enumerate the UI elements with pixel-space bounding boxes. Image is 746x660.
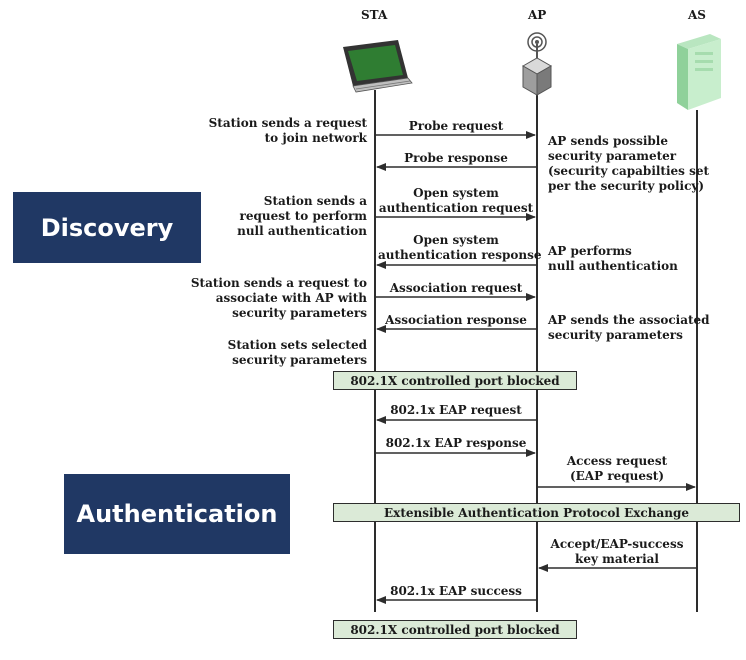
sta-selected-note-1: Station sets selected: [227, 338, 367, 352]
probe-request-label: Probe request: [408, 119, 504, 133]
as-header: AS: [688, 8, 706, 22]
authentication-phase-label: Authentication: [76, 500, 278, 528]
accept-eap-success-label-1: Accept/EAP-success: [550, 537, 684, 551]
port-blocked-bar-2: 802.1X controlled port blocked: [333, 620, 577, 639]
ap-associated-note-2: security parameters: [548, 328, 683, 342]
ap-header: AP: [528, 8, 547, 22]
sta-null-auth-note-3: null authentication: [237, 224, 367, 238]
ap-possible-note-4: per the security policy): [548, 179, 705, 193]
sta-join-note-2: to join network: [264, 131, 367, 145]
sta-header: STA: [361, 8, 388, 22]
laptop-icon: [343, 40, 413, 93]
ap-null-auth-note-1: AP performs: [548, 244, 632, 258]
sta-null-auth-note-2: request to perform: [239, 209, 367, 223]
sta-join-note-1: Station sends a request: [208, 116, 367, 130]
discovery-phase-box: Discovery: [13, 192, 201, 263]
association-request-label: Association request: [389, 281, 523, 295]
access-point-icon: [521, 32, 553, 96]
eap-success-label: 802.1x EAP success: [390, 584, 522, 598]
eap-request-label: 802.1x EAP request: [390, 403, 522, 417]
eap-exchange-bar: Extensible Authentication Protocol Excha…: [333, 503, 740, 522]
open-auth-request-label-2: authentication request: [378, 201, 534, 215]
sta-associate-note-2: associate with AP with: [215, 291, 367, 305]
port-blocked-bar-1: 802.1X controlled port blocked: [333, 371, 577, 390]
access-request-label-1: Access request: [566, 454, 668, 468]
port-blocked-label-2: 802.1X controlled port blocked: [350, 622, 560, 637]
sta-associate-note-3: security parameters: [232, 306, 367, 320]
access-request-label-2: (EAP request): [569, 469, 665, 483]
authentication-phase-box: Authentication: [64, 474, 290, 554]
open-auth-request-label-1: Open system: [413, 186, 499, 200]
open-auth-response-label-2: authentication response: [378, 248, 542, 262]
accept-eap-success-label-2: key material: [575, 552, 659, 566]
ap-possible-note-2: security parameter: [548, 149, 677, 163]
sta-associate-note-1: Station sends a request to: [190, 276, 367, 290]
sta-null-auth-note-1: Station sends a: [263, 194, 367, 208]
ap-possible-note-3: (security capabilties set: [548, 164, 710, 178]
ap-possible-note-1: AP sends possible: [548, 134, 668, 148]
sta-selected-note-2: security parameters: [232, 353, 367, 367]
server-icon: [677, 34, 721, 110]
eap-response-label: 802.1x EAP response: [385, 436, 527, 450]
discovery-phase-label: Discovery: [40, 213, 174, 242]
open-auth-response-label-1: Open system: [413, 233, 499, 247]
ap-null-auth-note-2: null authentication: [548, 259, 678, 273]
ap-associated-note-1: AP sends the associated: [548, 313, 710, 327]
eap-exchange-label: Extensible Authentication Protocol Excha…: [384, 505, 689, 520]
probe-response-label: Probe response: [404, 151, 508, 165]
port-blocked-label-1: 802.1X controlled port blocked: [350, 373, 560, 388]
association-response-label: Association response: [385, 313, 527, 327]
